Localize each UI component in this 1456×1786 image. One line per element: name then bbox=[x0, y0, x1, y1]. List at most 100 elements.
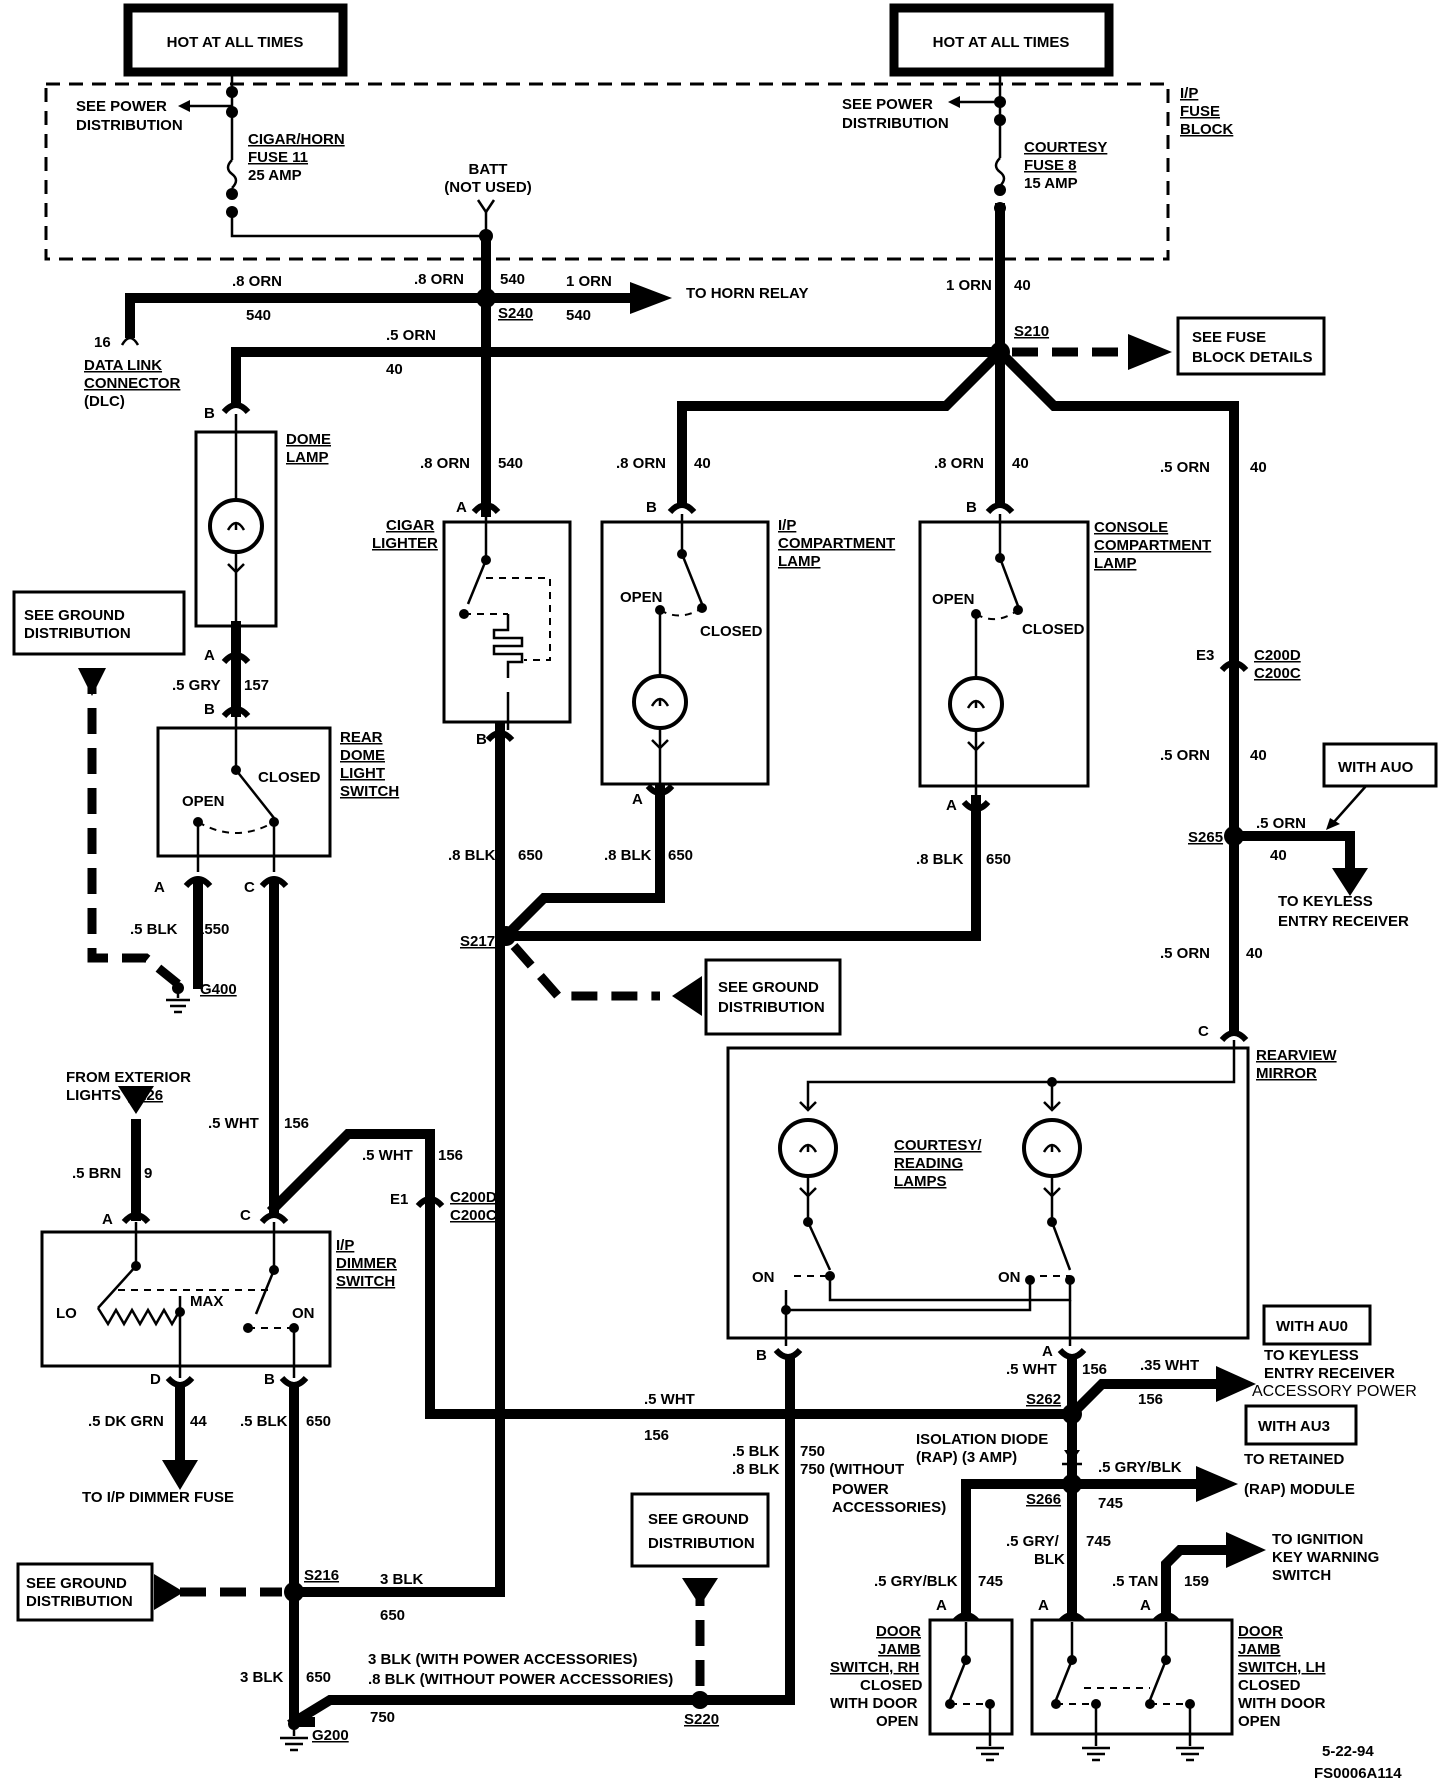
console-conn-b: B bbox=[966, 499, 977, 516]
console-open: OPEN bbox=[932, 591, 975, 608]
dlc-label-2: CONNECTOR bbox=[84, 375, 181, 392]
fuse11-node-2 bbox=[226, 106, 238, 118]
fuse8-symbol bbox=[994, 157, 1006, 187]
w-s262-5wht: .5 WHT bbox=[644, 1391, 695, 1408]
rear-dome-light-switch bbox=[156, 716, 332, 872]
w-dim-5blk: .5 BLK bbox=[240, 1413, 288, 1430]
see-ground-box-4 bbox=[630, 1492, 770, 1568]
djlh-l3: SWITCH, LH bbox=[1238, 1659, 1326, 1676]
djrh-l1: DOOR bbox=[876, 1623, 921, 1640]
dimmer-label-1: I/P bbox=[336, 1237, 354, 1254]
mirror-conn-a: A bbox=[1042, 1343, 1053, 1360]
g200-label: G200 bbox=[312, 1727, 349, 1744]
djrh-closed: CLOSED bbox=[860, 1677, 923, 1694]
dimmer-label-3: SWITCH bbox=[336, 1273, 395, 1290]
w-right-5orn-2: .5 ORN bbox=[1160, 747, 1210, 764]
rap-l2: (RAP) MODULE bbox=[1244, 1481, 1355, 1498]
ipcomp-label-2: COMPARTMENT bbox=[778, 535, 895, 552]
with-auo: WITH AUO bbox=[1338, 759, 1414, 776]
see-fuse-box bbox=[1176, 316, 1326, 376]
conn-c200d-left: C200D bbox=[450, 1189, 497, 1206]
w-lh-745: 745 bbox=[1086, 1533, 1111, 1550]
see-power-right-1: SEE POWER bbox=[842, 96, 933, 113]
w-s262-35wht: .35 WHT bbox=[1140, 1357, 1199, 1374]
console-label-3: LAMP bbox=[1094, 555, 1137, 572]
w-rear-1550: 1550 bbox=[196, 921, 229, 938]
ip-dimmer-switch bbox=[40, 1222, 332, 1378]
with-au3: WITH AU3 bbox=[1258, 1418, 1330, 1435]
w-console-8orn: .8 ORN bbox=[934, 455, 984, 472]
w-mirror-5wht: .5 WHT bbox=[1006, 1361, 1057, 1378]
w-ipcomp-650: 650 bbox=[668, 847, 693, 864]
dim-max: MAX bbox=[190, 1293, 223, 1310]
lh-conn-a2: A bbox=[1140, 1597, 1151, 1614]
conn-c200d-right: C200D bbox=[1254, 647, 1301, 664]
iso-l2: (RAP) (3 AMP) bbox=[916, 1449, 1017, 1466]
djlh-withdoor: WITH DOOR bbox=[1238, 1695, 1326, 1712]
see-ground-box-1 bbox=[12, 590, 186, 656]
w-rh-5grybk: .5 GRY/BLK bbox=[874, 1573, 958, 1590]
w-right-5orn-3: .5 ORN bbox=[1160, 945, 1210, 962]
dome-label-1: DOME bbox=[286, 431, 331, 448]
w-s262-156b: 156 bbox=[1138, 1391, 1163, 1408]
w-s265-40: 40 bbox=[1270, 847, 1287, 864]
see-fuse-l2: BLOCK DETAILS bbox=[1192, 349, 1313, 366]
w-right-40-1: 40 bbox=[1250, 459, 1267, 476]
w-tan: .5 TAN bbox=[1112, 1573, 1158, 1590]
w-rear-5wht: .5 WHT bbox=[208, 1115, 259, 1132]
dome-lamp: B bbox=[194, 402, 278, 636]
dim-conn-a: A bbox=[102, 1211, 113, 1228]
with-au3-box bbox=[1244, 1404, 1358, 1446]
keyless-l2: ENTRY RECEIVER bbox=[1278, 913, 1409, 930]
fuse-block-title-1: I/P bbox=[1180, 85, 1198, 102]
w-cigar-8orn: .8 ORN bbox=[420, 455, 470, 472]
dimmer-label-2: DIMMER bbox=[336, 1255, 397, 1272]
w-s220-750: 750 bbox=[370, 1709, 395, 1726]
dome-label-2: LAMP bbox=[286, 449, 329, 466]
w-right-40-2: 40 bbox=[1250, 747, 1267, 764]
cigar-conn-b: B bbox=[476, 731, 487, 748]
dlc-label-3: (DLC) bbox=[84, 393, 125, 410]
djrh-withdoor: WITH DOOR bbox=[830, 1695, 918, 1712]
splice-s240 bbox=[476, 288, 496, 308]
ipcomp-closed: CLOSED bbox=[700, 623, 763, 640]
djlh-closed: CLOSED bbox=[1238, 1677, 1301, 1694]
see-power-arrow-left bbox=[178, 100, 190, 112]
rear-label-3: LIGHT bbox=[340, 765, 385, 782]
courtesy-label-1: COURTESY/ bbox=[894, 1137, 982, 1154]
mirror-on-left: ON bbox=[752, 1269, 775, 1286]
with-au0-box bbox=[1262, 1304, 1372, 1346]
see-fuse-l1: SEE FUSE bbox=[1192, 329, 1266, 346]
w-s220-8blk: .8 BLK (WITHOUT POWER ACCESSORIES) bbox=[368, 1671, 673, 1688]
cigar-label-1: CIGAR bbox=[386, 517, 435, 534]
w-s210-40: 40 bbox=[1014, 277, 1031, 294]
w-console-40: 40 bbox=[1012, 455, 1029, 472]
see-ground-box-2 bbox=[704, 958, 842, 1036]
rh-conn-a: A bbox=[936, 1597, 947, 1614]
w-g200-650: 650 bbox=[306, 1669, 331, 1686]
ipcomp-conn-b: B bbox=[646, 499, 657, 516]
w-s266-5grybk: .5 GRY/BLK bbox=[1098, 1459, 1182, 1476]
ipcomp-label-3: LAMP bbox=[778, 553, 821, 570]
g400-label: G400 bbox=[200, 981, 237, 998]
djlh-l1: DOOR bbox=[1238, 1623, 1283, 1640]
w-s220-3blk: 3 BLK (WITH POWER ACCESSORIES) bbox=[368, 1651, 637, 1668]
fuse11-node-top bbox=[226, 86, 238, 98]
conn-c200c-left: C200C bbox=[450, 1207, 497, 1224]
w-right-5orn-1: .5 ORN bbox=[1160, 459, 1210, 476]
w-e1-156: 156 bbox=[438, 1147, 463, 1164]
w-e1-5wht: .5 WHT bbox=[362, 1147, 413, 1164]
fuse8-label-3: 15 AMP bbox=[1024, 175, 1078, 192]
dlc-connector bbox=[120, 336, 140, 346]
from-ext-s226: S226 bbox=[128, 1087, 163, 1104]
w-console-8blk: .8 BLK bbox=[916, 851, 964, 868]
hot-box-left: HOT AT ALL TIMES bbox=[123, 3, 348, 77]
see-ground-3-l1: SEE GROUND bbox=[26, 1575, 127, 1592]
w-s266-745: 745 bbox=[1098, 1495, 1123, 1512]
s265-label: S265 bbox=[1188, 829, 1223, 846]
from-ext-l2: LIGHTS bbox=[66, 1087, 121, 1104]
dome-conn-a: A bbox=[204, 647, 215, 664]
rear-conn-b: B bbox=[204, 701, 215, 718]
rear-label-1: REAR bbox=[340, 729, 383, 746]
